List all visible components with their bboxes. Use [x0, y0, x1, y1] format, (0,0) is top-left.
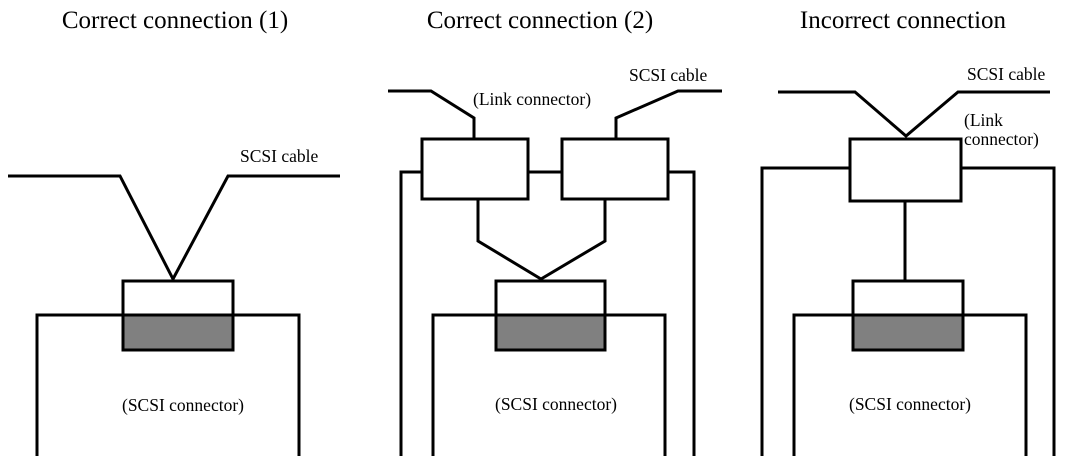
panel-correct-connection-2: Correct connection (2) SCSI cable (Link …	[388, 7, 722, 456]
panel-title: Correct connection (1)	[62, 7, 288, 34]
panel-title: Incorrect connection	[800, 7, 1007, 34]
scsi-cable-label: SCSI cable	[629, 65, 707, 85]
link-connector-label-line2: connector)	[964, 129, 1039, 149]
scsi-cable-left	[388, 89, 476, 139]
scsi-cable-label: SCSI cable	[240, 146, 318, 166]
cable-plug	[494, 279, 607, 318]
device-enclosure	[399, 170, 696, 456]
link-connector-label-line1: (Link	[964, 110, 1003, 130]
panel-incorrect-connection: Incorrect connection SCSI cable (Link co…	[760, 7, 1056, 456]
scsi-cable-line	[8, 174, 340, 283]
link-connector	[848, 137, 963, 203]
cable-plug	[121, 279, 235, 318]
panel-title: Correct connection (2)	[427, 7, 653, 34]
scsi-cable-right	[614, 89, 722, 139]
panel-correct-connection-1: Correct connection (1) SCSI cable (SCSI …	[8, 7, 340, 456]
scsi-cable-line	[778, 90, 1050, 138]
scsi-connector-socket	[494, 313, 607, 352]
link-connector-left	[420, 137, 530, 201]
scsi-connector-socket	[121, 313, 235, 352]
cable-plug	[851, 279, 965, 318]
link-connector-label: (Link connector)	[473, 89, 591, 109]
scsi-cable-label: SCSI cable	[967, 64, 1045, 84]
scsi-connector-label: (SCSI connector)	[495, 394, 617, 414]
scsi-connector-label: (SCSI connector)	[849, 394, 971, 414]
link-connector-right	[560, 137, 670, 201]
scsi-connector-socket	[851, 313, 965, 352]
scsi-connector-label: (SCSI connector)	[122, 395, 244, 415]
link-wiring	[476, 199, 607, 281]
